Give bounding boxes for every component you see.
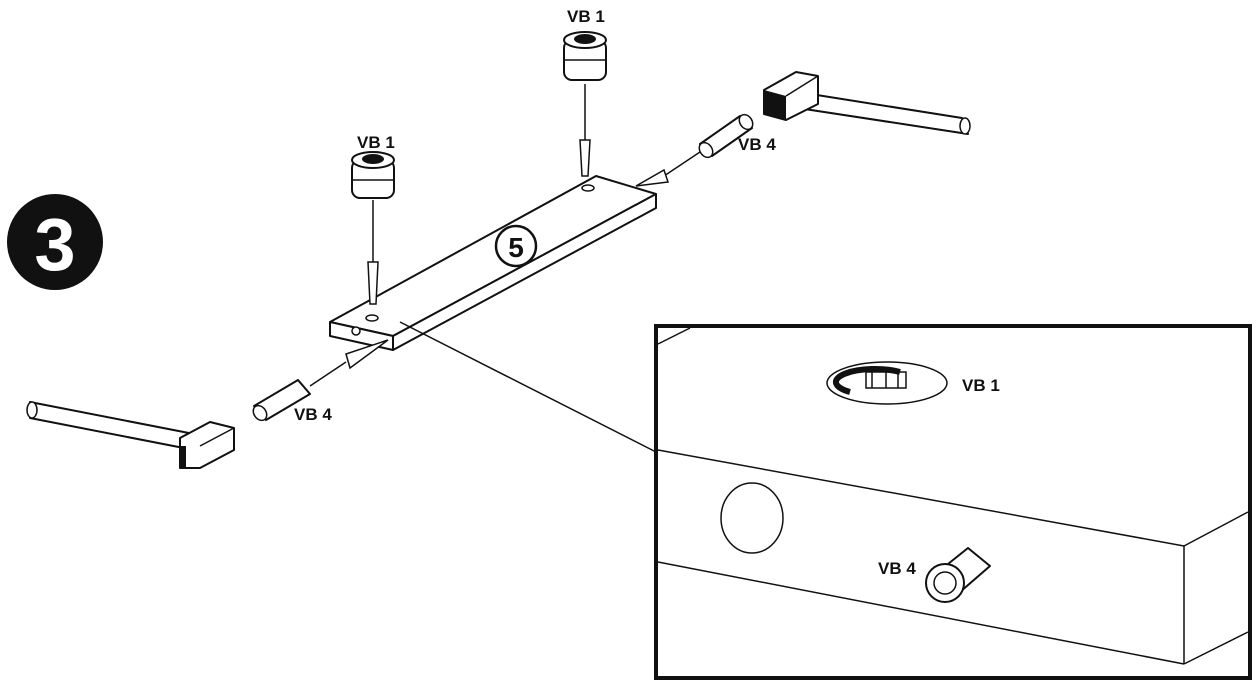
cam-hole-left — [365, 314, 379, 322]
hammer-right — [763, 71, 971, 135]
inset-dowel — [925, 547, 991, 603]
label-cam-left: VB 1 — [357, 133, 395, 152]
label-inset-cam: VB 1 — [962, 376, 1000, 395]
panel-number: 5 — [508, 232, 524, 263]
cam-hole-right — [581, 184, 595, 192]
label-dowel-left: VB 4 — [294, 405, 332, 424]
label-cam-top: VB 1 — [567, 7, 605, 26]
dowel-left — [252, 339, 389, 422]
cam-fitting-top — [563, 31, 607, 177]
cam-fitting-left — [351, 151, 395, 305]
dowel-hole-edge — [351, 326, 361, 336]
label-dowel-right: VB 4 — [738, 135, 776, 154]
detail-leader-line — [399, 321, 657, 453]
step-badge: 3 — [7, 194, 103, 290]
inset-empty-hole — [720, 482, 784, 554]
hammer-left — [26, 401, 235, 469]
label-inset-dowel: VB 4 — [878, 559, 916, 578]
detail-inset — [654, 324, 1252, 680]
panel-board: 5 — [329, 175, 657, 351]
panel-number-circle — [494, 224, 538, 268]
step-number: 3 — [34, 203, 75, 286]
inset-cam — [826, 361, 948, 405]
dowel-right — [635, 113, 754, 187]
